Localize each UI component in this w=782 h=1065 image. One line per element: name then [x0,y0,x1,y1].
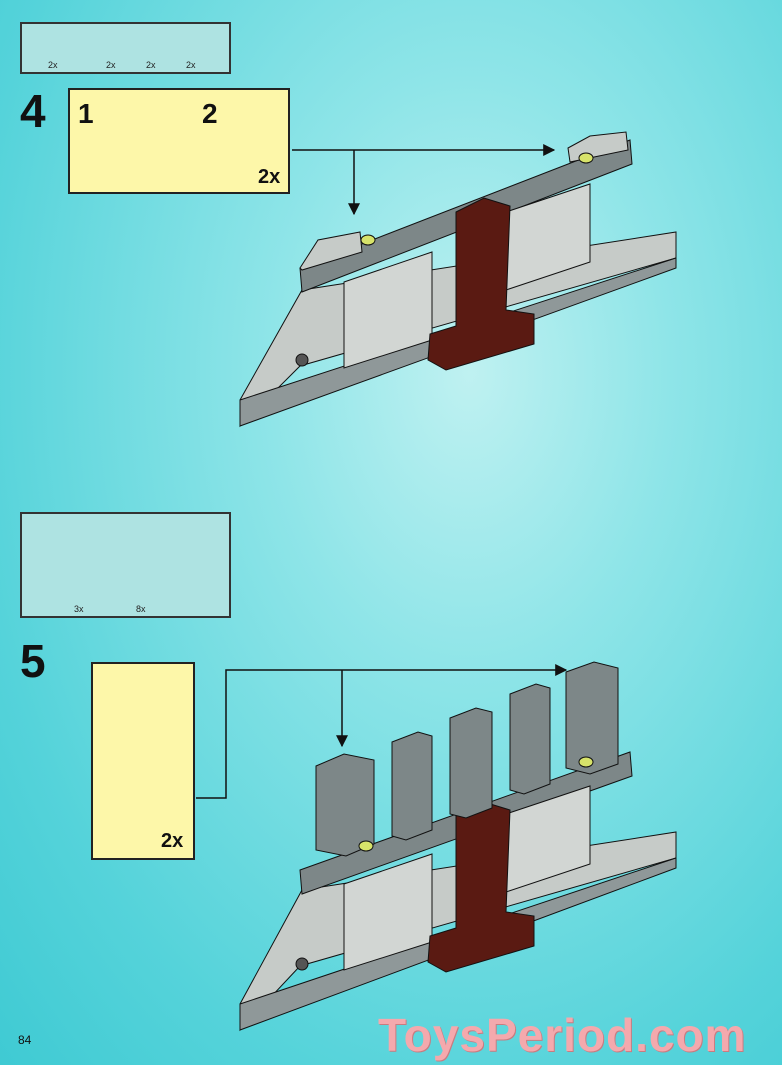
watermark: ToysPeriod.com [378,1009,747,1061]
step4-callout: 1 2 2x [68,88,290,194]
multiplier: 2x [161,830,184,852]
step-number: 4 [20,85,46,137]
substep-number: 2 [202,98,218,129]
multiplier: 2x [258,166,281,188]
part-qty: 2x [186,60,196,70]
part-qty: 3x [74,604,84,614]
page-number: 84 [18,1033,32,1047]
part-qty: 8x [136,604,146,614]
part-qty: 2x [106,60,116,70]
step5-parts-list: 3x 8x [20,512,231,618]
step4-model [239,131,677,428]
substep-number: 1 [78,98,94,129]
part-qty: 2x [146,60,156,70]
step-number: 5 [20,635,46,687]
step5-callout: 2x [91,662,195,860]
step4-parts-list: 2x 2x 2x 2x [20,22,231,74]
step5-model [196,661,677,1032]
part-qty: 2x [48,60,58,70]
